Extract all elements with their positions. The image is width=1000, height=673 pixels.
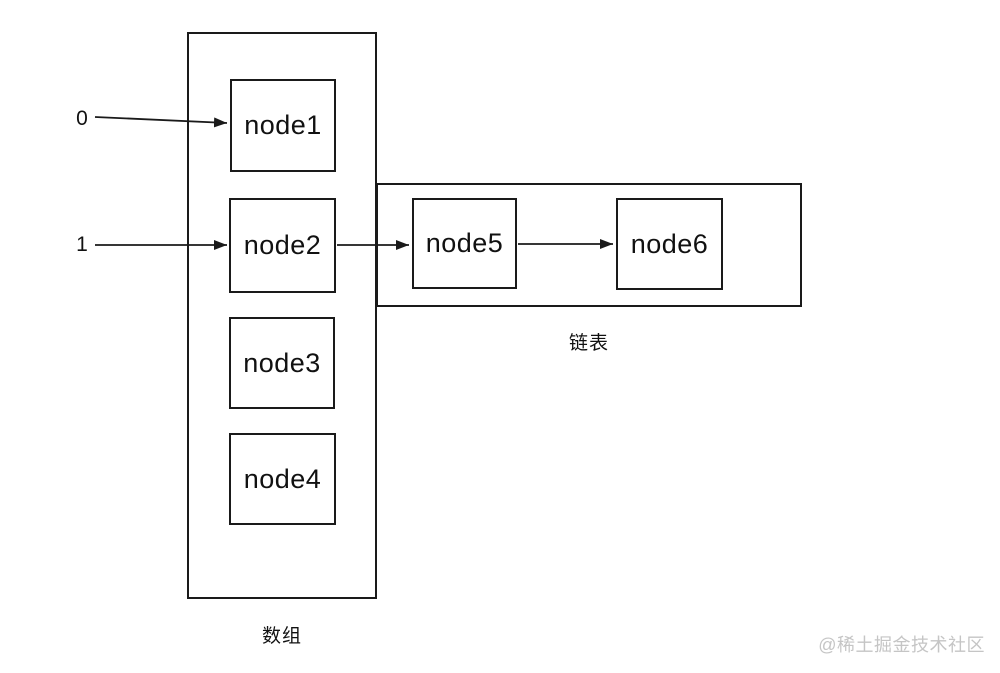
array-index-label-0: 0 xyxy=(76,107,88,130)
list-node-box-5: node5 xyxy=(412,198,517,289)
watermark-text: @稀土掘金技术社区 xyxy=(818,635,985,655)
array-caption: 数组 xyxy=(261,626,302,647)
array-node-box-4: node4 xyxy=(229,433,336,525)
array-node-box-2: node2 xyxy=(229,198,336,293)
array-node-box-3: node3 xyxy=(229,317,335,409)
list-node-box-6: node6 xyxy=(616,198,723,290)
array-node-box-1: node1 xyxy=(230,79,336,172)
array-container-box xyxy=(187,32,377,599)
array-index-label-1: 1 xyxy=(76,233,88,256)
linked-list-caption: 链表 xyxy=(568,333,609,354)
